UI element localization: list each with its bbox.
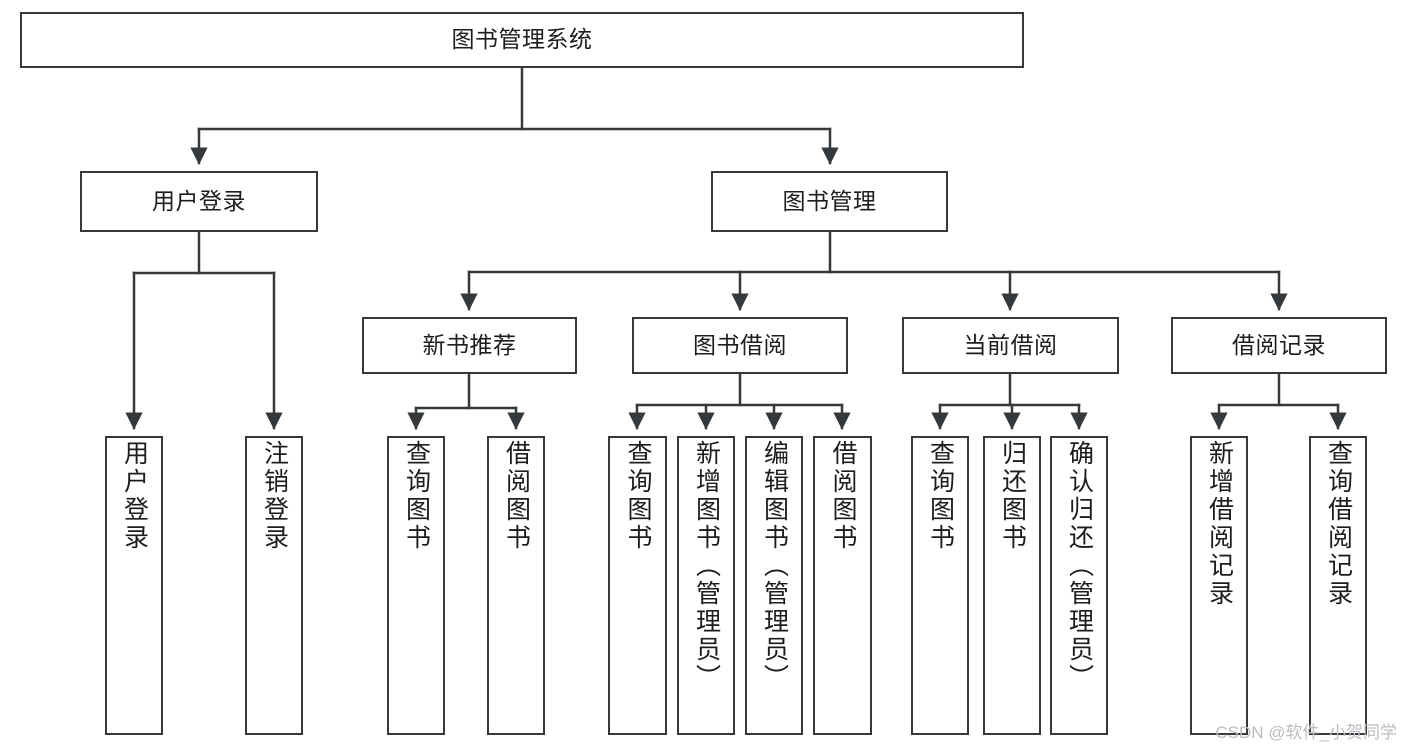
node-borrow-record[interactable]: 借阅记录 [1171, 317, 1387, 374]
node-book-borrow-label: 图书借阅 [693, 331, 787, 358]
node-leaf-add-record-label: 新增借阅记录 [1205, 440, 1234, 608]
csdn-watermark: CSDN @软件_小贺同学 [1215, 723, 1397, 742]
node-borrow-record-label: 借阅记录 [1232, 331, 1326, 358]
node-leaf-query-book-2-label: 查询图书 [624, 440, 652, 552]
node-leaf-query-record-label: 查询借阅记录 [1324, 440, 1353, 608]
node-current-borrow-label: 当前借阅 [963, 331, 1058, 358]
node-root[interactable]: 图书管理系统 [20, 12, 1024, 68]
node-leaf-return-book[interactable]: 归还图书 [983, 436, 1041, 735]
node-leaf-confirm-return[interactable]: 确认归还（管理员） [1050, 436, 1108, 735]
node-book-management[interactable]: 图书管理 [711, 171, 948, 232]
node-leaf-query-book-1-label: 查询图书 [402, 440, 431, 552]
node-leaf-query-record[interactable]: 查询借阅记录 [1309, 436, 1367, 735]
node-leaf-logout-label: 注销登录 [260, 440, 289, 552]
node-root-label: 图书管理系统 [451, 26, 593, 53]
node-new-book-recommend-label: 新书推荐 [422, 331, 517, 358]
node-leaf-edit-book-label: 编辑图书（管理员） [760, 440, 789, 692]
node-leaf-borrow-book-1[interactable]: 借阅图书 [487, 436, 545, 735]
node-leaf-user-login-label: 用户登录 [120, 440, 149, 552]
node-leaf-return-book-label: 归还图书 [998, 440, 1027, 552]
node-leaf-query-book-2[interactable]: 查询图书 [608, 436, 667, 735]
node-user-login-label: 用户登录 [152, 187, 246, 214]
node-user-login[interactable]: 用户登录 [80, 171, 318, 232]
node-book-borrow[interactable]: 图书借阅 [632, 317, 848, 374]
node-leaf-borrow-book-1-label: 借阅图书 [502, 440, 531, 552]
node-leaf-borrow-book-2[interactable]: 借阅图书 [813, 436, 872, 735]
node-leaf-query-book-3[interactable]: 查询图书 [911, 436, 969, 735]
node-leaf-borrow-book-2-label: 借阅图书 [829, 440, 857, 552]
node-leaf-query-book-3-label: 查询图书 [926, 440, 955, 552]
node-leaf-edit-book[interactable]: 编辑图书（管理员） [745, 436, 803, 735]
node-current-borrow[interactable]: 当前借阅 [902, 317, 1119, 374]
node-leaf-add-record[interactable]: 新增借阅记录 [1190, 436, 1248, 735]
node-leaf-confirm-return-label: 确认归还（管理员） [1065, 440, 1094, 692]
node-leaf-add-book-label: 新增图书（管理员） [692, 440, 721, 692]
node-leaf-user-login[interactable]: 用户登录 [105, 436, 163, 735]
node-leaf-query-book-1[interactable]: 查询图书 [387, 436, 445, 735]
node-leaf-logout[interactable]: 注销登录 [245, 436, 303, 735]
node-new-book-recommend[interactable]: 新书推荐 [362, 317, 577, 374]
node-leaf-add-book[interactable]: 新增图书（管理员） [677, 436, 735, 735]
node-book-management-label: 图书管理 [782, 187, 877, 214]
